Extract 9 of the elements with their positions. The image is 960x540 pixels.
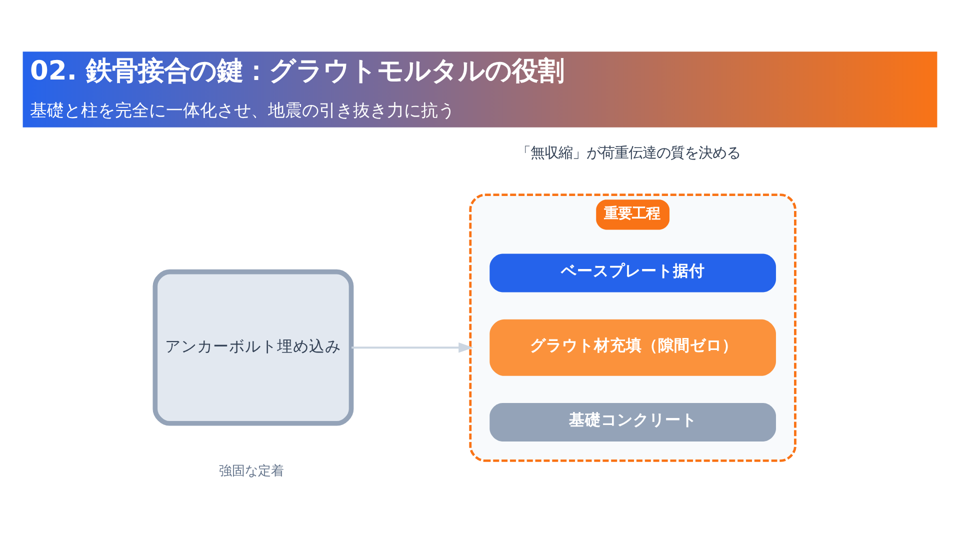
arrow (352, 342, 474, 353)
caption: 基礎と柱を完全に一体化させ、地震の引き抜き力に抗う (30, 100, 456, 120)
node-label: 強固な定着 (218, 464, 284, 479)
node-box: ベースプレート据付 (490, 254, 776, 292)
node-box: アンカーボルト埋め込み (152, 269, 354, 426)
node-box: 基礎コンクリート (490, 402, 776, 442)
diagram-title: 02. 鉄骨接合の鍵：グラウトモルタルの役割 (30, 55, 564, 86)
node-label: 「無収縮」が荷重伝達の質を決める (516, 146, 741, 162)
node-box: グラウト材充填（隙間ゼロ） (490, 319, 776, 376)
